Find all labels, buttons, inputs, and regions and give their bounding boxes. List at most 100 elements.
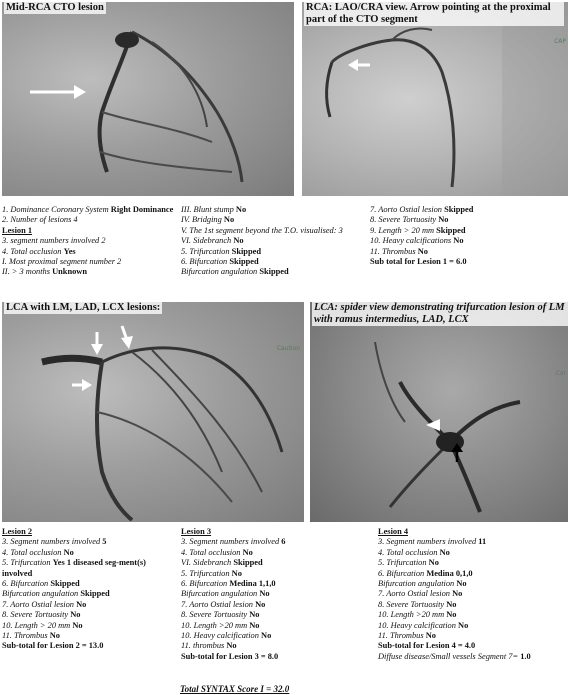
item-value: No <box>76 599 87 609</box>
item-value: No <box>255 599 266 609</box>
item-label: III. Blunt stump <box>181 205 236 214</box>
arrow-icon <box>30 85 86 99</box>
overlay-label: Caution <box>276 345 300 352</box>
item-label: 7. Aorto Ostial lesion <box>370 205 445 214</box>
item-value: No <box>446 599 457 609</box>
item-label: 6. Bifurcation <box>378 568 427 578</box>
item-label: 1. Dominance Coronary System <box>2 205 111 214</box>
item-label: 3. Segment numbers involved <box>2 537 103 547</box>
item-label: 7. Aorto Ostial lesion <box>181 599 256 609</box>
item-value: Skipped <box>259 267 289 277</box>
item-label: 3. segment numbers involved 2 <box>2 236 106 246</box>
angiogram-lca-lesions: LCA with LM, LAD, LCX lesions: Caution <box>2 302 304 522</box>
figure-caption: LCA with LM, LAD, LCX lesions: <box>4 302 163 314</box>
item-label: 2. Number of lesions 4 <box>2 215 78 225</box>
item-label: 5. Trifurcation <box>181 568 232 578</box>
subtotal: Sub-total for Lesion 4 = 4.0 <box>378 641 476 651</box>
item-label: 11. Thrombus <box>378 631 426 641</box>
item-value: No <box>458 620 469 630</box>
item-label: 7. Aorto Ostial lesion <box>378 589 453 599</box>
arrow-icon <box>72 379 92 391</box>
score-item: 10. Length > 20 mm No <box>2 621 172 631</box>
item-label: 6. Bifurcation <box>181 257 230 267</box>
item-label: 6. Bifurcation <box>2 579 51 589</box>
item-label: 10. Length >20 mm <box>181 620 250 630</box>
figure-caption: RCA: LAO/CRA view. Arrow pointing at the… <box>304 2 564 26</box>
item-label: II. > 3 months <box>2 267 53 277</box>
item-label: VI. Sidebranch <box>181 236 234 246</box>
item-label: 5. Trifurcation <box>378 558 429 568</box>
item-value: No <box>428 558 439 568</box>
item-label: 4. Total occlusion <box>378 547 440 557</box>
score-item: 4. Total occlusion Yes <box>2 247 168 257</box>
angiogram-rca-mid-cto: Mid-RCA CTO lesion <box>2 2 294 196</box>
item-value: 11 <box>478 537 487 547</box>
score-item: Bifurcation angulation No <box>181 589 371 599</box>
item-label: 10. Heavy calcifications <box>370 236 454 246</box>
score-item: 11. Thrombus No <box>378 631 570 641</box>
score-item: 8. Severe Tortuosity No <box>181 610 371 620</box>
item-label: Diffuse disease/Small vessels Segment 7= <box>378 651 521 661</box>
item-value: Skipped <box>231 246 261 256</box>
score-item: 10. Length >20 mm No <box>181 621 371 631</box>
score-item: 7. Aorto Ostial lesion No <box>2 600 172 610</box>
vessel-drawing <box>97 30 244 183</box>
vessel-drawing <box>374 341 521 513</box>
item-value: Yes <box>63 246 76 256</box>
score-item: II. > 3 months Unknown <box>2 267 168 277</box>
item-value: 1.0 <box>520 651 531 661</box>
score-item: IV. Bridging No <box>181 215 381 225</box>
score-item: 5. Trifurcation Skipped <box>181 247 381 257</box>
score-item: 8. Severe Tortuosity No <box>2 610 172 620</box>
total-syntax-score: Total SYNTAX Score I = 32.0 <box>180 684 290 694</box>
item-label: 8. Severe Tortuosity <box>2 610 71 620</box>
score-item: 3. Segment numbers involved 11 <box>378 537 570 547</box>
score-item: Bifurcation angulation Skipped <box>181 267 381 277</box>
score-item: 6. Bifurcation Skipped <box>2 579 172 589</box>
item-label: IV. Bridging <box>181 215 224 225</box>
item-value: No <box>223 215 235 225</box>
arrow-icon <box>426 419 440 431</box>
score-item: Bifurcation angulation Skipped <box>2 589 172 599</box>
item-label: 11. Thrombus <box>370 246 418 256</box>
text-column-1: 1. Dominance Coronary System Right Domin… <box>2 205 173 278</box>
item-label: 4. Total occlusion <box>2 547 64 557</box>
score-item: 3. Segment numbers involved 5 <box>2 537 172 547</box>
item-label: I. Most proximal segment number 2 <box>2 257 122 267</box>
score-item: 8. Severe Tortuosity No <box>378 600 570 610</box>
item-label: 11. Thrombus <box>2 631 50 641</box>
item-value: No <box>63 547 74 557</box>
item-label: 3. Segment numbers involved <box>378 537 479 547</box>
overlay-label: Cor <box>555 370 566 377</box>
score-item: 10. Heavy calcifications No <box>370 236 570 246</box>
item-label: V. The 1st segment beyond the T.O. visua… <box>181 225 343 235</box>
score-item: 1. Dominance Coronary System Right Domin… <box>2 205 173 215</box>
figure-caption: LCA: spider view demonstrating trifurcat… <box>312 302 568 326</box>
score-item: 4. Total occlusion No <box>2 548 172 558</box>
score-item: 6. Bifurcation Medina 1,1,0 <box>181 579 371 589</box>
item-value: No <box>439 547 450 557</box>
score-item: 2. Number of lesions 4 <box>2 215 168 225</box>
item-label: 10. Heavy calcification <box>181 631 262 641</box>
arrow-icon <box>120 325 133 349</box>
score-item: 9. Length > 20 mm Skipped <box>370 226 570 236</box>
vessel-drawing <box>325 2 568 196</box>
item-value: Skipped <box>80 589 110 599</box>
score-item: I. Most proximal segment number 2 <box>2 257 168 267</box>
subtotal: Sub-total for Lesion 3 = 8.0 <box>181 651 279 661</box>
vessel-drawing <box>41 346 284 522</box>
arrow-icon <box>91 332 103 355</box>
item-value: No <box>249 610 260 620</box>
lesion-heading: Lesion 3 <box>181 527 212 536</box>
lesion-heading: Lesion 1 <box>2 225 33 235</box>
score-item: 7. Aorto Ostial lesion No <box>181 600 371 610</box>
item-label: 4. Total occlusion <box>2 246 64 256</box>
item-label: 8. Severe Tortuosity <box>378 599 447 609</box>
score-item: 7. Aorto Ostial lesion Skipped <box>370 205 570 215</box>
item-label: 10. Heavy calcification <box>378 620 459 630</box>
arrow-icon <box>451 443 463 462</box>
item-value: Medina 1,1,0 <box>229 579 276 589</box>
